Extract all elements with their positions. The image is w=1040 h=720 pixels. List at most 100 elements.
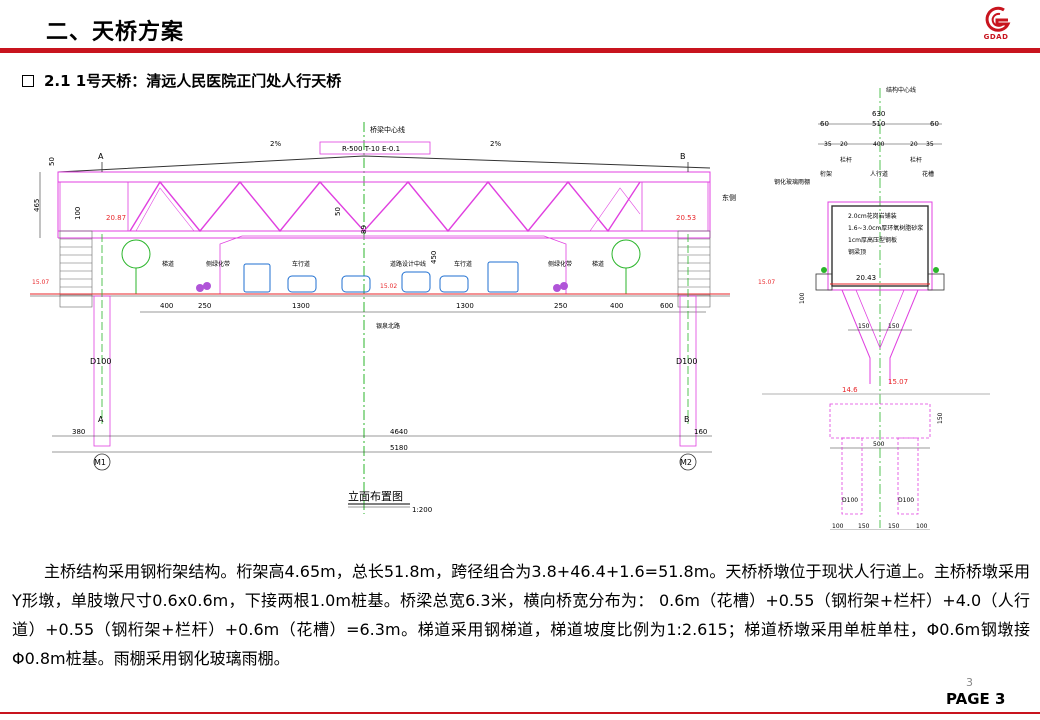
label-stair-left: 梯道 — [162, 260, 174, 268]
label-side: 东侧 — [722, 193, 736, 202]
width-part: 60 — [930, 120, 939, 128]
elev-ground-left: 15.07 — [32, 279, 49, 286]
axis-m2: M2 — [680, 458, 692, 467]
width-part: 60 — [820, 120, 829, 128]
layer: 1cm厚高压型钢板 — [848, 236, 897, 244]
railing-right: 栏杆 — [910, 156, 922, 164]
section-view: 结构中心线 630 60 510 60 35 20 400 20 35 栏杆 栏… — [762, 86, 990, 530]
car-icon — [287, 275, 317, 293]
bridge-drawing: 桥梁中心线 R-500 T-10 E-0.1 2% 2% A B 东侧 465 … — [30, 86, 990, 530]
label-greenbelt-right: 侧绿化带 — [548, 260, 572, 268]
layer: 1.6~3.0cm厚环氧树脂砂浆 — [848, 224, 923, 232]
seg-dim: 250 — [198, 302, 211, 310]
curve-params: R-500 T-10 E-0.1 — [342, 145, 400, 153]
pile-right: D100 — [898, 497, 914, 504]
elevation-view: 桥梁中心线 R-500 T-10 E-0.1 2% 2% A B 东侧 465 … — [30, 122, 775, 514]
axis-m1: M1 — [94, 458, 106, 467]
title-divider — [0, 48, 1040, 53]
bottom-dim: 100 — [832, 523, 844, 530]
bus-icon — [243, 263, 271, 293]
gdad-logo — [985, 6, 1011, 32]
seg-dim: 250 — [554, 302, 567, 310]
railing-left: 栏杆 — [840, 156, 852, 164]
planter-plants-icon — [821, 267, 939, 273]
subtitle-text: 2.1 1号天桥：清远人民医院正门处人行天桥 — [44, 72, 342, 90]
elev-left: 20.87 — [106, 214, 126, 222]
label-a-bottom: A — [98, 415, 104, 424]
width-part: 510 — [872, 120, 885, 128]
car-icon — [439, 275, 469, 293]
span-dim: 4640 — [390, 428, 408, 436]
slope-left: 2% — [270, 140, 281, 148]
seg-dim: 400 — [160, 302, 173, 310]
bottom-dim: 100 — [916, 523, 928, 530]
elevation-center-line-label: 桥梁中心线 — [370, 125, 405, 134]
label-road-name: 银泉北路 — [376, 322, 400, 330]
span-dim: 160 — [694, 428, 707, 436]
pier-left-label: D100 — [90, 357, 111, 366]
dim-truss-inner: 100 — [74, 207, 82, 220]
label-walkway: 人行道 — [870, 170, 888, 178]
car-icon — [401, 271, 431, 293]
cap-height: 150 — [937, 412, 944, 424]
sub-part: 35 — [824, 141, 832, 148]
description-paragraph: 主桥结构采用钢桁架结构。桁架高4.65m，总长51.8m，跨径组合为3.8+46… — [12, 562, 1030, 668]
dim-mid-50: 50 — [334, 207, 342, 216]
label-stair-right: 梯道 — [592, 260, 604, 268]
pier-dim: 150 — [888, 323, 900, 330]
elevation-caption: 立面布置图 — [348, 489, 403, 503]
label-a-top: A — [98, 152, 104, 161]
slope-right: 2% — [490, 140, 501, 148]
bottom-dim: 150 — [858, 523, 870, 530]
pile-left: D100 — [842, 497, 858, 504]
dim-top: 50 — [48, 157, 56, 166]
label-planter: 花槽 — [922, 170, 934, 178]
section-total-width: 630 — [872, 110, 885, 118]
section-center-line: 结构中心线 — [886, 86, 916, 94]
sub-part: 20 — [910, 141, 918, 148]
span-dim: 380 — [72, 428, 85, 436]
seg-dim: 1300 — [456, 302, 474, 310]
tree-right-icon — [611, 239, 641, 294]
sub-part: 35 — [926, 141, 934, 148]
footer-divider — [0, 712, 1040, 714]
car-icon — [341, 275, 371, 293]
label-b-top: B — [680, 152, 686, 161]
layer: 钢梁顶 — [848, 248, 866, 256]
bottom-dim: 150 — [888, 523, 900, 530]
sub-part: 400 — [873, 141, 885, 148]
seg-dim: 1300 — [292, 302, 310, 310]
cap-width: 500 — [873, 441, 885, 448]
total-length: 5180 — [390, 444, 408, 452]
dim-450: 450 — [430, 251, 438, 264]
dim-left-height: 465 — [33, 199, 41, 212]
seg-dim: 600 — [660, 302, 673, 310]
checkbox-bullet-icon — [22, 75, 34, 87]
flower-bed-icon — [196, 282, 568, 292]
elev-center: 15.02 — [380, 283, 397, 290]
label-lane-left: 车行道 — [292, 260, 310, 268]
seg-dim: 400 — [610, 302, 623, 310]
elevation-scale: 1:200 — [412, 506, 432, 514]
label-truss: 桁架 — [820, 170, 832, 178]
section-subtitle: 2.1 1号天桥：清远人民医院正门处人行天桥 — [22, 70, 341, 91]
deck-elev: 20.43 — [856, 274, 876, 282]
page-label: PAGE 3 — [946, 690, 1006, 708]
elev-ground-right: 15.07 — [758, 279, 775, 286]
label-road-center: 道路设计中线 — [390, 260, 426, 268]
section-elev-ground2: 15.07 — [888, 378, 908, 386]
dim-100: 100 — [799, 292, 806, 304]
page-title: 二、天桥方案 — [46, 20, 185, 45]
page-number-small: 3 — [966, 676, 973, 689]
dim-89: 89 — [360, 225, 368, 234]
layer: 2.0cm花岗岩铺装 — [848, 212, 897, 220]
label-greenbelt-left: 侧绿化带 — [206, 260, 230, 268]
label-lane-right: 车行道 — [454, 260, 472, 268]
section-elev-ground: 14.6 — [842, 386, 858, 394]
pier-dim: 150 — [858, 323, 870, 330]
bus-icon — [487, 261, 519, 293]
label-canopy: 钢化玻璃雨棚 — [774, 178, 810, 186]
logo-text: GDAD — [983, 33, 1009, 41]
tree-left-icon — [121, 239, 151, 294]
pier-right-label: D100 — [676, 357, 697, 366]
